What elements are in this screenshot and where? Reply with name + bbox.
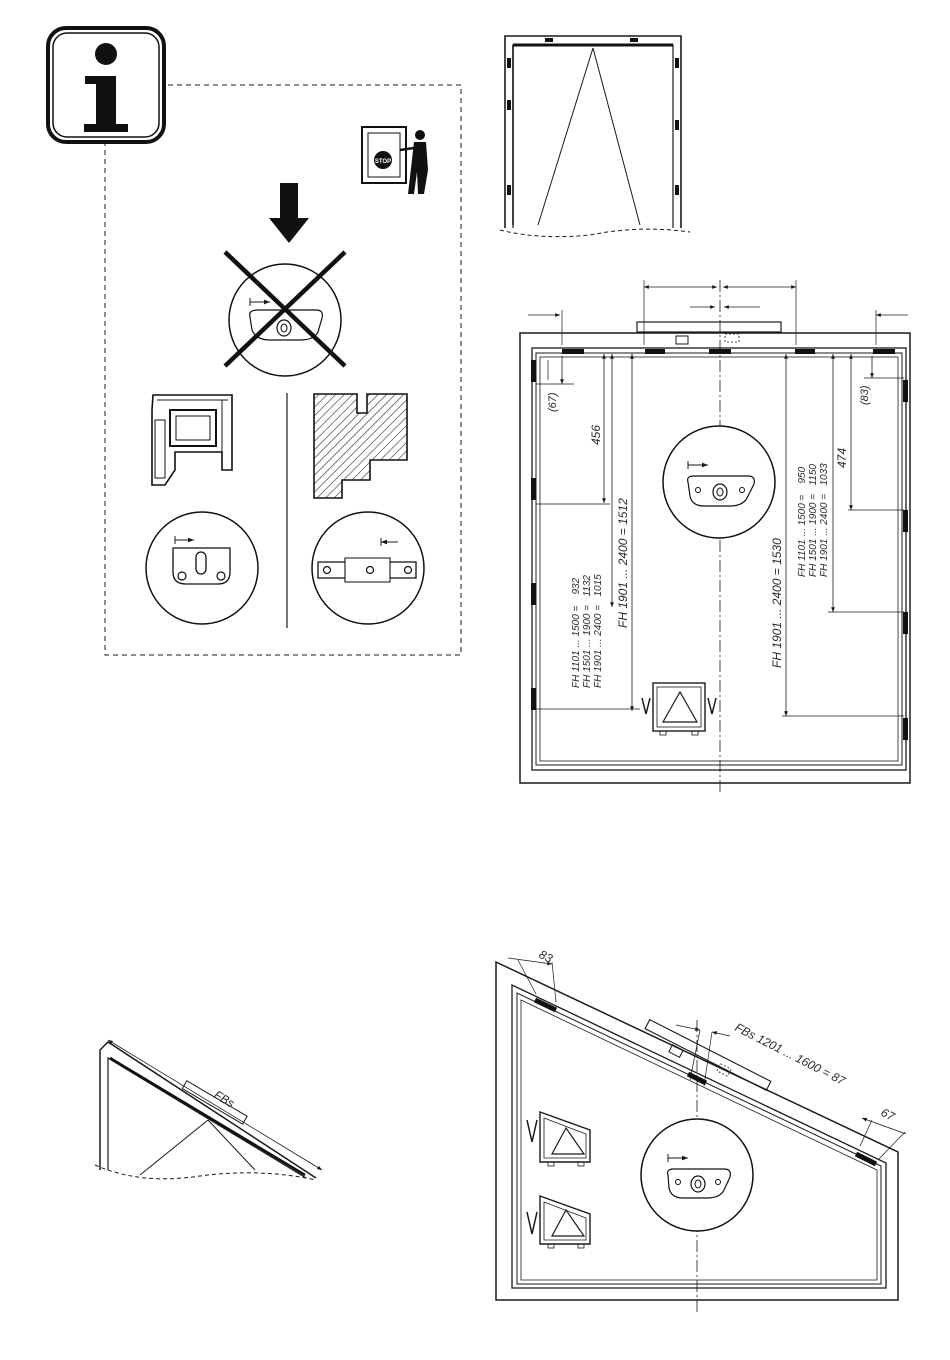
left-span-label: FH 1901 ... 2400 = 1512 [616, 498, 630, 628]
trap-tilt-hinge-upper [527, 1112, 590, 1166]
person-stop-icon: STOP [362, 127, 428, 194]
left-bracket-dim: (67) [547, 392, 559, 412]
left-table-row-2: FH 1501 ... 1900 = 1132 [582, 575, 593, 688]
handle-detail [663, 426, 775, 538]
wood-keeper-detail [312, 512, 424, 624]
tilt-hinge-detail [642, 683, 716, 735]
right-table-row-1: FH 1101 ... 1500 = 950 [797, 466, 808, 577]
trap-fbs-range: FBs 1201 ... 1600 = 87 [733, 1020, 849, 1088]
right-bracket-dim: (83) [859, 385, 871, 405]
left-table-row-3: FH 1901 ... 2400 = 1015 [593, 574, 604, 688]
prohibited-hardware-detail [225, 252, 345, 376]
left-table-row-1: FH 1101 ... 1500 = 932 [571, 577, 582, 688]
stop-sign-text: STOP [375, 159, 391, 165]
right-table-row-3: FH 1901 ... 2400 = 1033 [819, 463, 830, 577]
right-span-label: FH 1901 ... 2400 = 1530 [770, 538, 784, 668]
trap-dim-67: 67 [879, 1105, 898, 1124]
info-icon [48, 28, 164, 142]
dim-456: 456 [589, 425, 603, 445]
trap-tilt-hinge-lower [527, 1196, 590, 1248]
frame-dimension-diagram: (67) 456 FH 1101 ... 1500 = 932 FH 1501 … [520, 280, 910, 792]
slanted-window-sketch: FBs [95, 1040, 322, 1180]
down-arrow-icon [269, 183, 309, 243]
pvc-keeper-detail [146, 512, 258, 624]
right-table-row-2: FH 1501 ... 1900 = 1150 [808, 464, 819, 577]
info-panel: STOP [48, 28, 461, 655]
trap-handle-detail [641, 1119, 753, 1231]
wood-profile-section [314, 394, 407, 498]
fbs-label: FBs [211, 1088, 237, 1111]
pvc-profile-section [152, 395, 232, 485]
double-door-sketch [500, 36, 690, 237]
dim-474: 474 [835, 448, 849, 468]
trapezoid-frame-diagram: 83 FBs 1201 ... 1600 = 87 67 [496, 947, 906, 1312]
